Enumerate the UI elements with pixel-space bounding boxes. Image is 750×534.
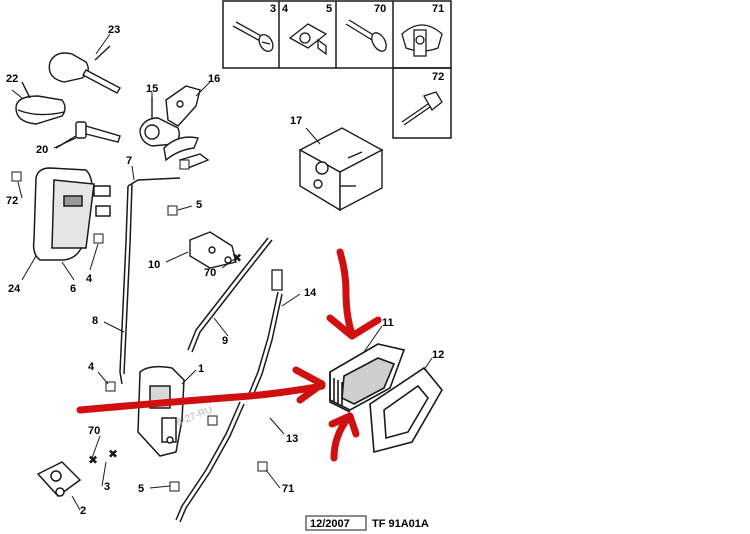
callout-6: 6 bbox=[70, 283, 76, 295]
callout-71: 71 bbox=[282, 483, 294, 495]
callout-4-top: 4 bbox=[86, 273, 93, 285]
callout-14: 14 bbox=[304, 287, 317, 299]
legend-label-70: 70 bbox=[374, 3, 386, 15]
callout-70-bottom: 70 bbox=[88, 425, 100, 437]
handle-bracket-icon bbox=[189, 231, 237, 269]
footer-ref: TF 91A01A bbox=[372, 518, 429, 530]
legend-label-4: 4 bbox=[282, 3, 289, 15]
callout-13: 13 bbox=[286, 433, 298, 445]
legend-label-5: 5 bbox=[326, 3, 332, 15]
fastener-kit-box-icon bbox=[298, 127, 384, 212]
fastener-legend bbox=[222, 0, 452, 139]
callout-16: 16 bbox=[208, 73, 220, 85]
callout-12: 12 bbox=[432, 349, 444, 361]
fastener-markers bbox=[11, 159, 268, 492]
red-annotation-arrows bbox=[76, 248, 382, 462]
footer-reference: 12/2007 TF 91A01A bbox=[305, 515, 429, 531]
callout-5-top: 5 bbox=[196, 199, 202, 211]
handle-surround-icon bbox=[369, 366, 443, 454]
bracket-icon bbox=[163, 85, 210, 169]
push-clip-icon bbox=[401, 24, 443, 57]
callout-8: 8 bbox=[92, 315, 98, 327]
door-striker-icon bbox=[36, 461, 82, 498]
svg-text:✖: ✖ bbox=[108, 447, 118, 461]
key-blade-icon bbox=[55, 121, 121, 149]
callout-24: 24 bbox=[8, 283, 21, 295]
footer-date: 12/2007 bbox=[310, 518, 350, 530]
legend-label-72: 72 bbox=[432, 71, 444, 83]
callout-72: 72 bbox=[6, 195, 18, 207]
callout-20: 20 bbox=[36, 144, 48, 156]
callout-4-bottom: 4 bbox=[88, 361, 95, 373]
callout-23: 23 bbox=[108, 24, 120, 36]
callout-7: 7 bbox=[126, 155, 132, 167]
screw-markers: ✖ ✖ ✖ bbox=[88, 251, 242, 467]
callout-2: 2 bbox=[80, 505, 86, 517]
callout-3: 3 bbox=[104, 481, 110, 493]
leader-lines bbox=[11, 33, 433, 511]
callout-1: 1 bbox=[198, 363, 204, 375]
callout-17: 17 bbox=[290, 115, 302, 127]
callout-22: 22 bbox=[6, 73, 18, 85]
screw-icon-2 bbox=[345, 19, 387, 52]
callout-9: 9 bbox=[222, 335, 228, 347]
key-head-icon bbox=[15, 81, 66, 125]
door-lock-mechanism-icon bbox=[137, 365, 185, 457]
svg-text:✖: ✖ bbox=[232, 251, 242, 265]
callout-10: 10 bbox=[148, 259, 160, 271]
rivet-icon bbox=[401, 91, 443, 126]
svg-text:✖: ✖ bbox=[88, 453, 98, 467]
legend-label-71: 71 bbox=[432, 3, 444, 15]
clip-nut-icon bbox=[288, 23, 328, 56]
callout-15: 15 bbox=[146, 83, 158, 95]
legend-label-3: 3 bbox=[270, 3, 276, 15]
linkage-rods bbox=[119, 177, 283, 523]
callout-70-top: 70 bbox=[204, 267, 216, 279]
key-fob-icon bbox=[48, 45, 121, 94]
connector-14-icon bbox=[271, 269, 283, 291]
screw-icon bbox=[232, 21, 274, 53]
outer-door-handle-icon bbox=[32, 167, 111, 261]
callout-11: 11 bbox=[382, 317, 394, 329]
inner-door-handle-icon bbox=[329, 343, 406, 413]
callout-5-bottom: 5 bbox=[138, 483, 144, 495]
